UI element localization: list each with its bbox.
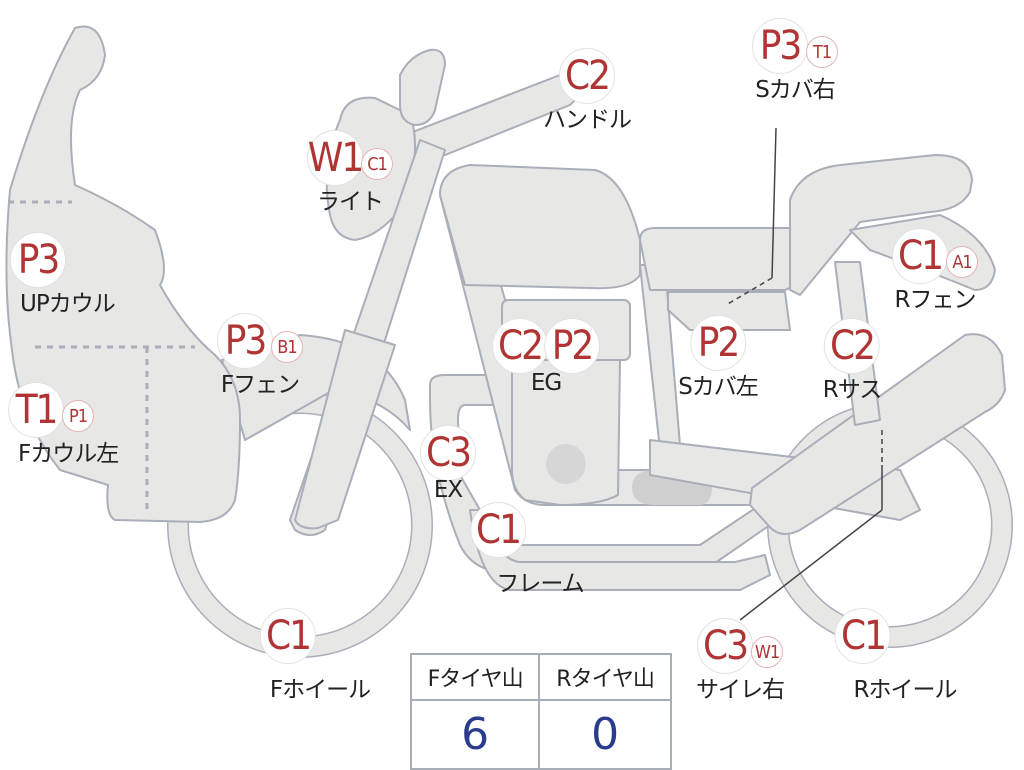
r-wheel-condition-badge: C1: [834, 608, 891, 664]
s-cover-right-label: Sカバ右: [755, 77, 836, 103]
f-cowl-left-label: Fカウル左: [18, 441, 119, 467]
mirror: [399, 48, 446, 126]
engine-condition-badge: C2: [492, 318, 548, 374]
part-handle: C2 ハンドル: [543, 48, 632, 134]
part-r-fender: C1 A1 Rフェン: [892, 228, 978, 314]
light-condition-badge: W1: [307, 130, 364, 186]
s-cover-left-condition-badge: P2: [689, 315, 746, 371]
silencer-right-condition-badge: C3: [697, 618, 753, 674]
part-engine: C2 P2 EG: [492, 318, 600, 396]
fork-lower: [294, 329, 396, 530]
frame-label: フレーム: [496, 571, 584, 597]
part-light: W1 C1 ライト: [307, 130, 393, 216]
r-fender-label: Rフェン: [894, 287, 977, 313]
front-cowl-shape: [5, 25, 241, 523]
handle-condition-badge: C2: [559, 48, 615, 104]
s-cover-right-pointer: [771, 127, 777, 279]
part-f-cowl-left: T1 P1 Fカウル左: [8, 382, 119, 468]
up-cowl-condition-badge: P3: [10, 232, 66, 288]
silencer-pointer-diagonal: [739, 509, 883, 621]
tire-table-header-row: Fタイヤ山 Rタイヤ山: [411, 654, 671, 700]
front-tire-value: 6: [411, 699, 541, 769]
fuel-tank: [439, 164, 641, 290]
light-label: ライト: [317, 189, 384, 215]
s-cover-left-label: Sカバ左: [678, 374, 759, 400]
part-up-cowl: P3 UPカウル: [10, 232, 116, 318]
engine-cover: [546, 444, 586, 484]
f-wheel-condition-badge: C1: [259, 608, 316, 664]
part-silencer-right: C3 W1 サイレ右: [696, 618, 785, 704]
f-fender-condition-badge: P3: [217, 313, 273, 369]
r-fender-sub-badge: A1: [946, 246, 978, 278]
part-exhaust: C3 EX: [420, 425, 476, 503]
part-f-wheel: C1 Fホイール: [259, 608, 371, 704]
up-cowl-label: UPカウル: [20, 291, 116, 317]
handle-label: ハンドル: [543, 107, 632, 133]
f-wheel-label: Fホイール: [269, 677, 371, 703]
engine-second-badge: P2: [544, 318, 600, 374]
engine-label: EG: [530, 370, 562, 396]
front-tire-header: Fタイヤ山: [411, 654, 541, 700]
rear-tire-value: 0: [539, 699, 671, 769]
r-wheel-label: Rホイール: [853, 677, 958, 703]
r-fender-condition-badge: C1: [892, 228, 948, 284]
exhaust-condition-badge: C3: [420, 425, 476, 481]
r-suspension-label: Rサス: [822, 377, 883, 403]
engine-block: [511, 359, 621, 506]
r-suspension-condition-badge: C2: [824, 318, 880, 374]
f-fender-label: Fフェン: [220, 372, 300, 398]
f-cowl-left-condition-badge: T1: [8, 382, 64, 438]
s-cover-right-sub-badge: T1: [806, 36, 838, 68]
part-frame: C1 フレーム: [470, 502, 585, 598]
f-fender-sub-badge: B1: [271, 331, 303, 363]
part-s-cover-left: P2 Sカバ左: [678, 315, 759, 401]
seat-front: [639, 227, 801, 291]
silencer-shape: [749, 333, 1006, 535]
tire-table-value-row: 6 0: [411, 699, 671, 769]
part-r-wheel: C1 Rホイール: [834, 608, 958, 704]
exhaust-label: EX: [433, 477, 463, 503]
light-sub-badge: C1: [361, 148, 393, 180]
tire-tread-table: Fタイヤ山 Rタイヤ山 6 0: [410, 653, 672, 770]
part-f-fender: P3 B1 Fフェン: [217, 313, 303, 399]
frame-condition-badge: C1: [470, 502, 526, 558]
s-cover-right-condition-badge: P3: [752, 18, 808, 74]
part-s-cover-right: P3 T1 Sカバ右: [752, 18, 838, 104]
seat-rear: [789, 154, 973, 296]
silencer-right-label: サイレ右: [696, 677, 785, 703]
f-cowl-left-sub-badge: P1: [62, 400, 94, 432]
rear-tire-header: Rタイヤ山: [556, 667, 655, 692]
silencer-right-sub-badge: W1: [751, 636, 783, 668]
part-r-suspension: C2 Rサス: [823, 318, 882, 404]
